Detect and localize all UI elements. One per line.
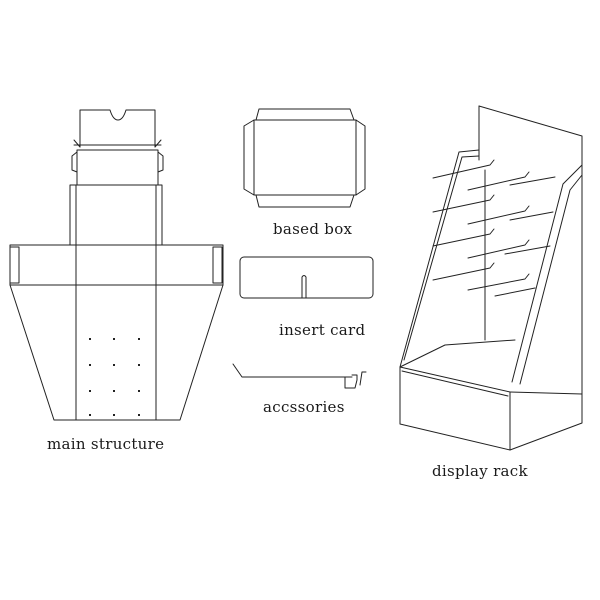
main-structure-drawing [9,109,224,421]
based-box-drawing [243,108,366,208]
display-rack-label: display rack [432,462,528,480]
display-rack-drawing [399,105,583,451]
main-structure-label: main structure [47,435,165,453]
rack-hooks [432,159,556,297]
accessories-label: accssories [263,398,345,416]
based-box-label: based box [273,220,353,238]
insert-card-drawing [239,256,374,299]
insert-card-label: insert card [279,321,366,339]
accessories-drawing [232,363,367,389]
hook-holes [89,338,140,416]
